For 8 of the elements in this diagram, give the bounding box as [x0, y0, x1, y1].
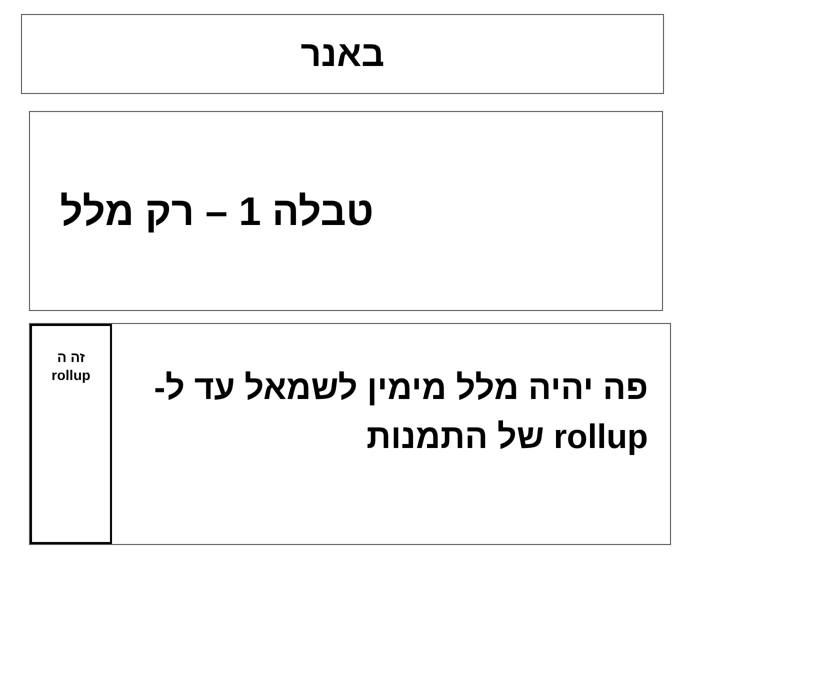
box-text: פה יהיה מלל מימין לשמאל עד ל- rollup של התמנות	[153, 368, 648, 458]
text-box	[29, 323, 671, 545]
text-box	[21, 14, 664, 94]
text-box	[29, 111, 663, 311]
box-text: זה ה rollup	[50, 348, 92, 384]
banner-title: באנר	[300, 32, 384, 76]
side-box	[30, 324, 112, 544]
box-text: טבלה 1 – רק מלל	[60, 189, 374, 236]
